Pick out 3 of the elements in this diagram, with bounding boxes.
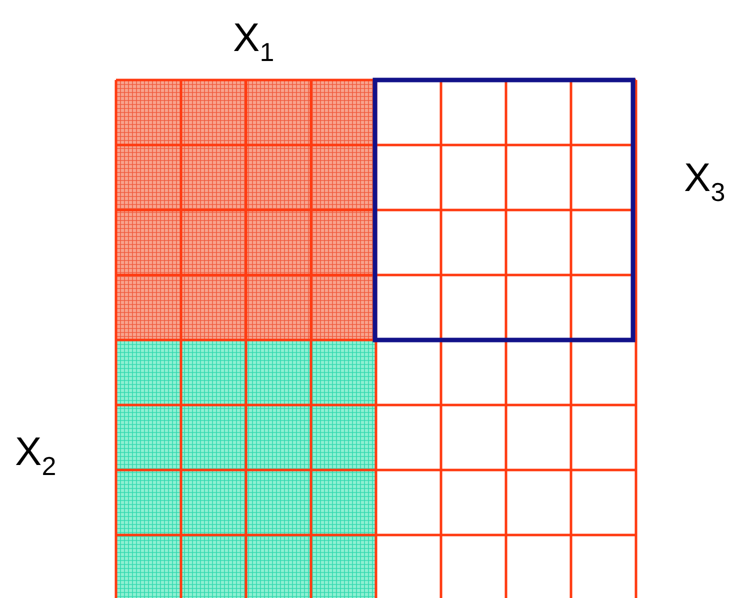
variable-label: X$_{2}$ (15, 432, 56, 479)
variable-label: X$_{3}$ (684, 158, 726, 205)
variable-label: X$_{1}$ (233, 18, 274, 65)
